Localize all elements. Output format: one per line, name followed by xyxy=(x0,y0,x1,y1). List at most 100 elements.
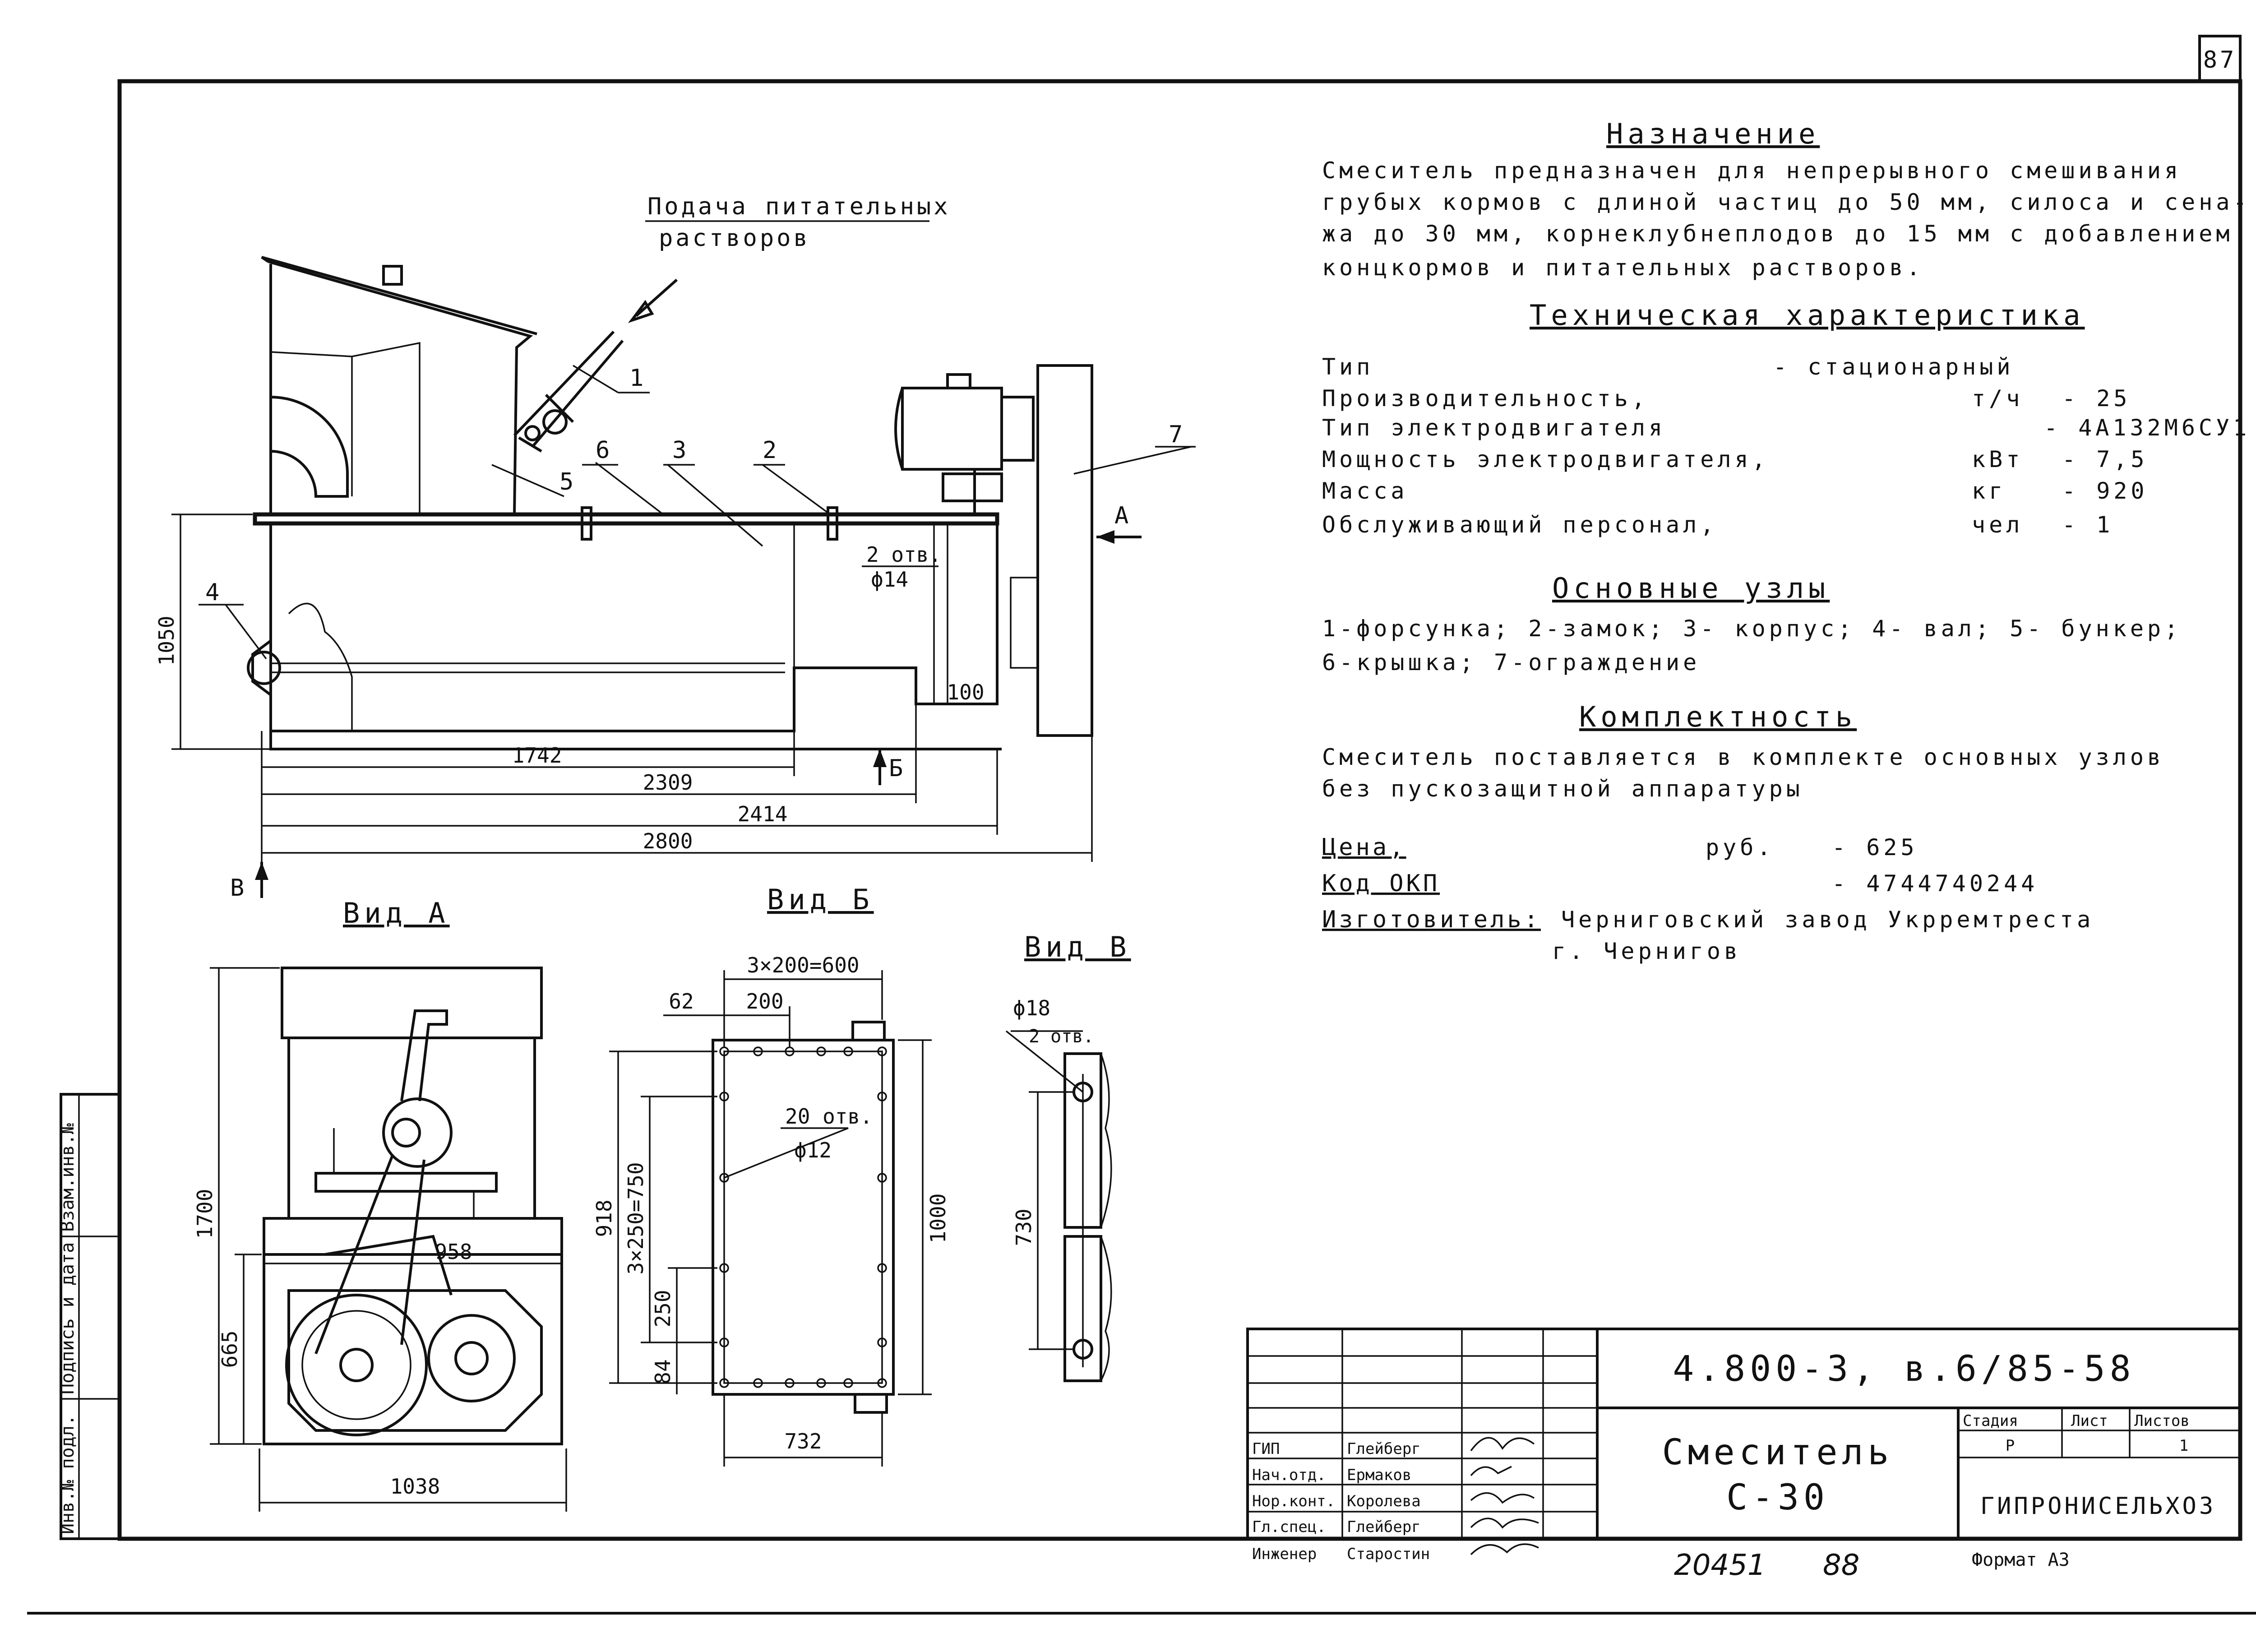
svg-text:100: 100 xyxy=(947,680,984,704)
view-a-title: Вид А xyxy=(343,897,450,930)
price-row: Цена, руб. - 625 xyxy=(1322,834,1918,861)
section-a-marker: А xyxy=(1096,502,1142,544)
view-a: Вид А 1700 665 958 xyxy=(193,897,567,1512)
margin-stamp: Инв.№ подл. Подпись и дата Взам.инв.№ xyxy=(57,1093,121,1540)
dim-62: 62 xyxy=(663,989,724,1016)
dim-height-1050: 1050 xyxy=(154,514,271,750)
hopper xyxy=(255,256,537,516)
svg-text:В: В xyxy=(230,875,247,902)
notes: Назначение Смеситель предназначен для не… xyxy=(1322,117,2251,964)
dim-730: 730 xyxy=(1012,1091,1074,1350)
maker-row: Изготовитель: Черниговский завод Укрремт… xyxy=(1322,906,2090,964)
svg-text:чел: чел xyxy=(1972,512,2023,538)
svg-text:4: 4 xyxy=(205,579,222,606)
nozzle xyxy=(513,330,624,453)
stamp-signature-date: Подпись и дата xyxy=(57,1242,78,1394)
svg-text:Мощность электродвигателя,: Мощность электродвигателя, xyxy=(1322,446,1769,472)
signatures xyxy=(1470,1437,1539,1555)
svg-text:Изготовитель:: Изготовитель: xyxy=(1322,906,1541,933)
name-head: Ермаков xyxy=(1347,1466,1411,1484)
feed-label-2: растворов xyxy=(659,225,810,252)
dim-200: 200 xyxy=(724,989,791,1047)
stage-header: Стадия xyxy=(1963,1412,2018,1430)
organization: ГИПРОНИСЕЛЬХОЗ xyxy=(1980,1493,2216,1520)
archive-number: 20451 xyxy=(1674,1549,1766,1582)
sheets-header: Листов xyxy=(2134,1412,2190,1430)
dim-3x200: 3×200=600 xyxy=(723,953,883,1047)
spec-row-mass: Масса кг - 920 xyxy=(1322,478,2148,504)
callout-1: 1 xyxy=(573,365,650,393)
svg-text:- 4А132М6СУ1: - 4А132М6СУ1 xyxy=(2044,415,2250,441)
svg-text:руб.: руб. xyxy=(1706,834,1774,861)
svg-text:2309: 2309 xyxy=(643,770,693,795)
completeness-line-1: Смеситель поставляется в комплекте основ… xyxy=(1322,744,2164,770)
sheet-number-box xyxy=(2198,35,2242,83)
dim-84: 84 xyxy=(651,1342,678,1394)
dim-958: 958 xyxy=(264,1240,562,1264)
stamp-inv-no: Инв.№ подл. xyxy=(57,1415,78,1534)
svg-text:кг: кг xyxy=(1972,478,2006,504)
dim-2309: 2309 xyxy=(262,704,917,803)
purpose-line-4: концкормов и питательных растворов. xyxy=(1322,255,1924,281)
svg-text:200: 200 xyxy=(746,989,783,1013)
completeness-line-2: без пускозащитной аппаратуры xyxy=(1322,776,1803,802)
callout-2: 2 xyxy=(754,437,831,515)
svg-text:3: 3 xyxy=(672,437,689,464)
role-chief: Гл.спец. xyxy=(1252,1518,1326,1536)
svg-text:- 1: - 1 xyxy=(2062,512,2113,538)
dim-2800: 2800 xyxy=(261,731,1093,862)
sheet-number: 87 xyxy=(2203,46,2237,74)
holes-18-leader: ϕ18 2 отв. xyxy=(1005,996,1094,1093)
svg-text:3×250=750: 3×250=750 xyxy=(624,1162,648,1274)
name-chief: Глейберг xyxy=(1347,1518,1421,1536)
svg-text:918: 918 xyxy=(592,1199,616,1237)
svg-text:958: 958 xyxy=(435,1240,472,1264)
view-b: Вид Б 20 отв. ϕ12 3×200=600 xyxy=(592,883,950,1467)
purpose-line-2: грубых кормов с длиной частиц до 50 мм, … xyxy=(1322,189,2251,215)
svg-text:- 920: - 920 xyxy=(2062,478,2148,504)
units-line-1: 1-форсунка; 2-замок; 3- корпус; 4- вал; … xyxy=(1322,615,2182,642)
svg-text:1700: 1700 xyxy=(193,1189,217,1239)
okp-row: Код ОКП - 4744740244 xyxy=(1322,870,2038,897)
svg-text:т/ч: т/ч xyxy=(1972,385,2023,412)
svg-text:Масса: Масса xyxy=(1322,478,1408,504)
dim-3x250: 3×250=750 xyxy=(624,1096,717,1343)
purpose-title: Назначение xyxy=(1606,117,1820,150)
callout-3: 3 xyxy=(663,437,763,547)
svg-text:1742: 1742 xyxy=(512,743,562,768)
svg-text:Код ОКП: Код ОКП xyxy=(1322,870,1440,897)
mixer-body xyxy=(253,512,999,526)
flange-holes xyxy=(719,1046,887,1388)
stamp-replace-inv: Взам.инв.№ xyxy=(57,1123,78,1232)
spec-row-motor-power: Мощность электродвигателя, кВт - 7,5 xyxy=(1322,446,2148,472)
svg-text:- 4744740244: - 4744740244 xyxy=(1832,870,2038,897)
view-b-title: Вид Б xyxy=(767,883,874,916)
svg-text:62: 62 xyxy=(669,989,693,1013)
svg-text:2800: 2800 xyxy=(643,829,693,853)
dim-665: 665 xyxy=(217,1254,262,1444)
view-v-title: Вид В xyxy=(1024,930,1131,963)
name-engineer: Старостин xyxy=(1347,1545,1430,1563)
dim-1038: 1038 xyxy=(259,1448,567,1512)
paper-format: Формат А3 xyxy=(1972,1550,2070,1570)
svg-text:3×200=600: 3×200=600 xyxy=(747,953,859,977)
dim-918: 918 xyxy=(592,1050,717,1384)
svg-text:- стационарный: - стационарный xyxy=(1773,354,2014,380)
completeness-title: Комплектность xyxy=(1579,700,1857,733)
purpose-line-3: жа до 30 мм, корнеклубнеплодов до 15 мм … xyxy=(1322,221,2233,247)
svg-text:Цена,: Цена, xyxy=(1322,834,1406,861)
role-norm: Нор.конт. xyxy=(1252,1492,1335,1510)
svg-text:Тип: Тип xyxy=(1322,354,1373,380)
electric-motor xyxy=(894,373,1035,514)
svg-text:- 7,5: - 7,5 xyxy=(2062,446,2148,472)
sheet-header: Лист xyxy=(2071,1412,2108,1430)
svg-text:665: 665 xyxy=(217,1330,242,1368)
holes-20-leader: 20 отв. ϕ12 xyxy=(724,1104,873,1179)
svg-text:ϕ12: ϕ12 xyxy=(794,1138,832,1162)
holes-diameter: ϕ14 xyxy=(871,567,908,592)
dim-732: 732 xyxy=(723,1394,883,1467)
product-model: С-30 xyxy=(1726,1477,1829,1518)
svg-text:- 625: - 625 xyxy=(1832,834,1918,861)
svg-text:20 отв.: 20 отв. xyxy=(785,1104,873,1129)
